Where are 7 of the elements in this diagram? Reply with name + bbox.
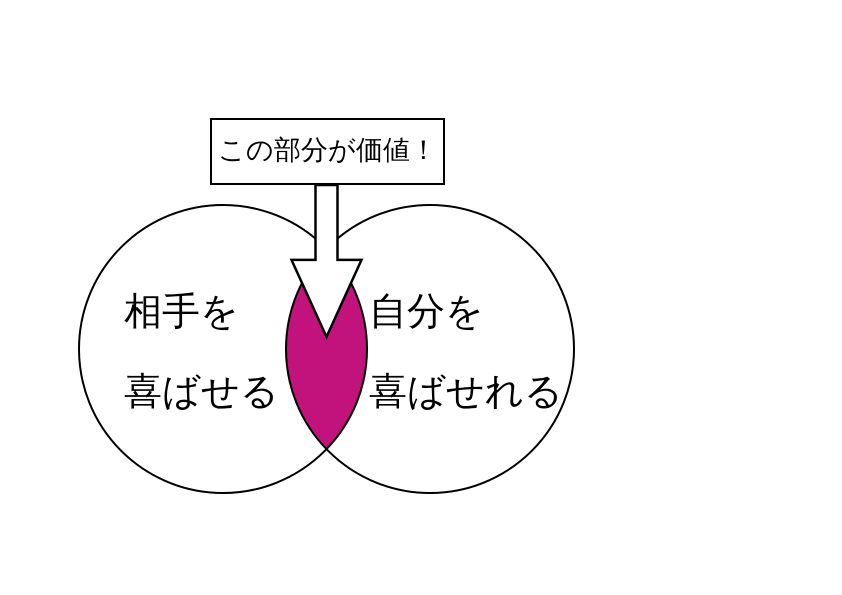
callout-box bbox=[210, 118, 445, 185]
circle-label: 相手を喜ばせる bbox=[124, 288, 279, 415]
circle-label: 自分を喜ばせれる bbox=[369, 288, 563, 415]
callout-text: この部分が価値！ bbox=[218, 135, 437, 168]
venn-circle bbox=[78, 204, 368, 494]
venn-circle bbox=[285, 204, 575, 494]
block-arrow bbox=[290, 184, 364, 340]
